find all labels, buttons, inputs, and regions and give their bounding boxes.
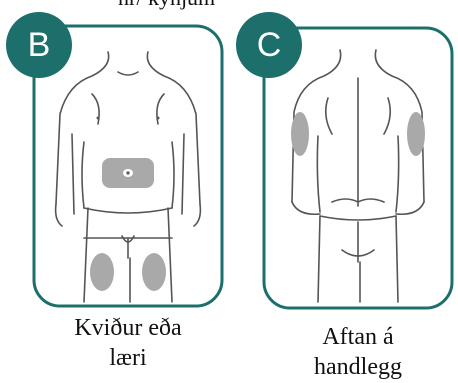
caption-back-line1: Aftan á bbox=[262, 322, 454, 352]
badge-c: C bbox=[236, 12, 302, 78]
cut-off-heading: nr/ kynjum bbox=[0, 0, 458, 10]
right-arm-zone bbox=[407, 112, 425, 156]
caption-back-view: Aftan á handlegg bbox=[262, 322, 454, 382]
caption-front-view: Kviður eða læri bbox=[30, 313, 226, 373]
caption-front-line1: Kviður eða bbox=[30, 313, 226, 343]
right-thigh-zone bbox=[142, 253, 166, 291]
left-thigh-zone bbox=[90, 253, 114, 291]
caption-front-line2: læri bbox=[30, 343, 226, 373]
caption-back-line2: handlegg bbox=[262, 352, 454, 382]
badge-b: B bbox=[6, 12, 72, 78]
cut-off-heading-text: nr/ kynjum bbox=[118, 0, 215, 10]
left-arm-zone bbox=[291, 112, 309, 156]
